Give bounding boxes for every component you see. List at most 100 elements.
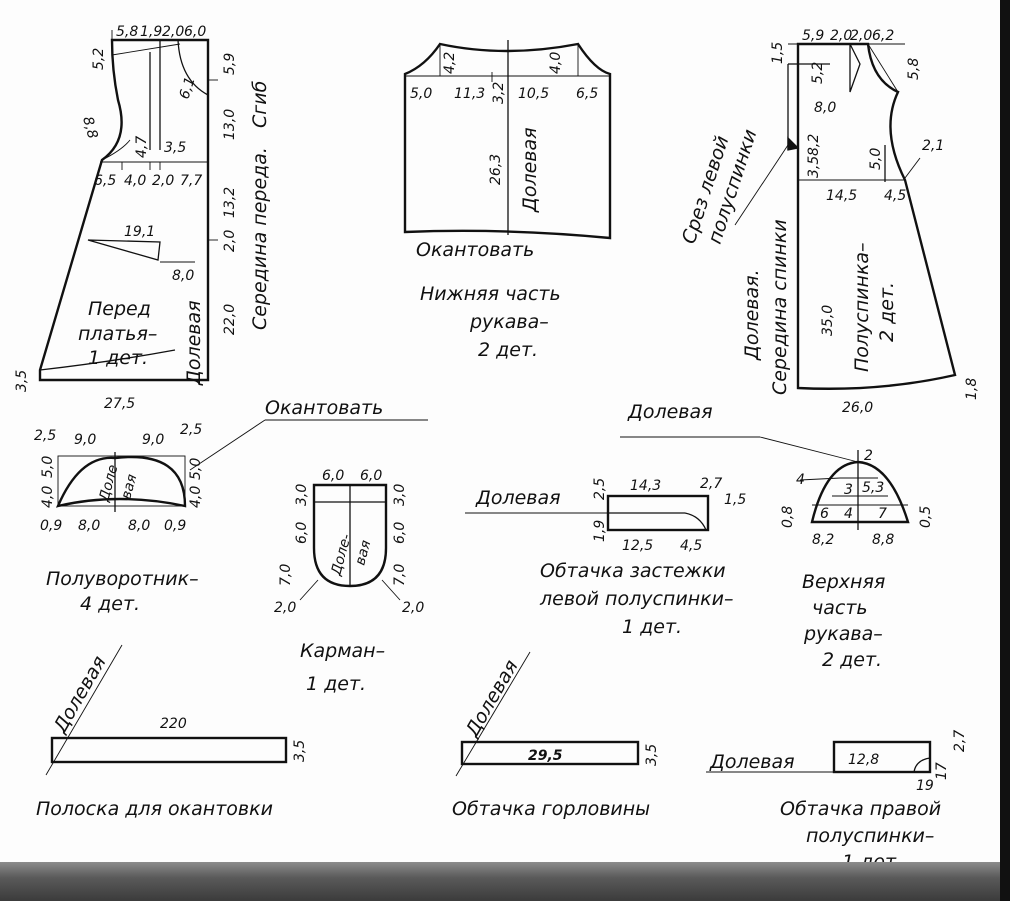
front-dim-4-7: 4,7 [134, 136, 150, 158]
front-waist-dim-1: 6,5 [94, 173, 116, 189]
front-dim-5-2: 5,2 [91, 48, 107, 70]
collar-grain-2: вая [118, 472, 140, 501]
back-top-dim-1: 5,9 [802, 28, 824, 44]
pocket-side-dim-1: 3,0 [294, 484, 310, 506]
collar-name-1: Полуворотник– [46, 568, 199, 590]
upper-sleeve-name-4: 2 дет. [822, 649, 882, 671]
front-bodice-piece [38, 30, 218, 382]
upper-sleeve-dim-7: 7 [878, 506, 887, 522]
front-waist-dim-2: 4,0 [124, 173, 146, 189]
front-name-line-3: 1 дет. [88, 347, 148, 369]
upper-sleeve-name-1: Верхняя [802, 571, 885, 593]
left-facing-dim-7: 4,5 [680, 538, 702, 554]
front-dart-length: 19,1 [124, 224, 155, 240]
back-name-1: Полуспинка– [851, 242, 873, 372]
collar-bottom-dim-3: 8,0 [128, 518, 150, 534]
upper-sleeve-dim-8-8: 8,8 [872, 532, 894, 548]
right-edge [1000, 0, 1010, 901]
right-facing-name-1: Обтачка правой [780, 798, 941, 820]
upper-sleeve-dim-0-5: 0,5 [918, 506, 934, 528]
front-waist-dim-4: 7,7 [180, 173, 202, 189]
left-facing-name-2: левой полуспинки– [539, 588, 733, 610]
sleeve-lower-height: 26,3 [488, 154, 504, 185]
upper-sleeve-dim-0-8: 0,8 [780, 506, 796, 528]
left-facing-dim-1: 2,5 [592, 478, 608, 500]
pocket-grain-1: Доле- [328, 532, 355, 578]
collar-top-dim-3: 9,0 [142, 432, 164, 448]
right-facing-piece [706, 740, 932, 774]
sleeve-lower-name-2: рукава– [469, 311, 549, 333]
strip-grain: Долевая [49, 652, 111, 737]
pocket-side-dim-6: 7,0 [392, 564, 408, 586]
sleeve-lower-width-3: 3,2 [491, 82, 507, 104]
upper-sleeve-dim-8-2: 8,2 [812, 532, 834, 548]
pocket-name-1: Карман– [300, 640, 385, 662]
front-dim-2-0: 2,0 [222, 230, 238, 252]
back-dim-5-2: 5,2 [810, 62, 826, 84]
upper-sleeve-dim-4: 4 [796, 472, 805, 488]
upper-sleeve-name-2: часть [812, 597, 868, 619]
pocket-corner-dim-2: 2,0 [402, 600, 424, 616]
front-dim-6-1: 6,1 [177, 75, 199, 101]
strip-name: Полоска для окантовки [36, 798, 273, 820]
back-dim-5-0: 5,0 [868, 148, 884, 170]
pocket-side-dim-3: 7,0 [278, 564, 294, 586]
bind-label: Окантовать [265, 397, 383, 419]
front-dim-5-9: 5,9 [222, 53, 238, 75]
mid-grain-label: Долевая [627, 401, 713, 423]
front-waist-dim-3: 2,0 [152, 173, 174, 189]
back-height: 35,0 [820, 305, 836, 336]
front-fold-label: Сгиб [249, 80, 271, 128]
left-facing-dim-3: 2,7 [700, 476, 722, 492]
upper-sleeve-dim-5-3: 5,3 [862, 480, 884, 496]
sleeve-lower-dim-4-2: 4,2 [442, 52, 458, 74]
collar-bottom-dim-2: 8,0 [78, 518, 100, 534]
collar-side-dim-1: 5,0 [40, 456, 56, 478]
pocket-side-dim-2: 6,0 [294, 522, 310, 544]
right-facing-dim-2-7: 2,7 [952, 730, 968, 752]
back-hem-side: 1,8 [964, 378, 980, 400]
right-facing-dim-19: 19 [916, 778, 934, 794]
collar-top-dim-1: 2,5 [34, 428, 56, 444]
back-waist-dim-1: 14,5 [826, 188, 857, 204]
back-top-dim-4: 6,2 [872, 28, 894, 44]
pocket-top-dim-1: 6,0 [322, 468, 344, 484]
front-hem-side: 3,5 [14, 370, 30, 392]
sleeve-lower-grain: Долевая [519, 127, 541, 213]
pocket-piece [299, 483, 401, 601]
left-facing-dim-5: 1,9 [592, 520, 608, 542]
sleeve-lower-width-5: 6,5 [576, 86, 598, 102]
right-facing-name-2: полуспинки– [806, 825, 934, 847]
pocket-side-dim-4: 3,0 [392, 484, 408, 506]
pocket-top-dim-2: 6,0 [360, 468, 382, 484]
back-dim-3-5: 3,5 [806, 156, 822, 178]
pocket-side-dim-5: 6,0 [392, 522, 408, 544]
neck-facing-grain: Долевая [461, 656, 523, 741]
left-facing-name-3: 1 дет. [622, 616, 682, 638]
back-bodice-piece [734, 42, 957, 390]
back-top-dim-3: 2,0 [850, 28, 872, 44]
front-name-line-1: Перед [88, 298, 151, 320]
upper-sleeve-name-3: рукава– [803, 623, 883, 645]
bottom-bar [0, 862, 1010, 901]
binding-strip-piece [45, 644, 288, 776]
left-facing-dim-2: 14,3 [630, 478, 661, 494]
neck-facing-piece [455, 651, 640, 777]
pocket-name-2: 1 дет. [306, 673, 366, 695]
left-facing-dim-4: 1,5 [724, 492, 746, 508]
front-dim-13-2: 13,2 [222, 187, 238, 218]
right-facing-name-3: 1 дет. [842, 851, 902, 862]
sleeve-lower-name-1: Нижняя часть [420, 283, 561, 305]
right-facing-dim-17: 17 [934, 762, 950, 780]
back-dim-5-8: 5,8 [906, 58, 922, 80]
front-dim-13-0: 13,0 [222, 109, 238, 140]
strip-length: 220 [160, 716, 187, 732]
back-waist-dim-2: 4,5 [884, 188, 906, 204]
upper-sleeve-dim-3: 3 [844, 482, 853, 498]
collar-side-dim-4: 4,0 [188, 486, 204, 508]
front-top-dim-3: 2,0 [162, 24, 184, 40]
neck-facing-length: 29,5 [528, 748, 563, 764]
collar-name-2: 4 дет. [80, 593, 140, 615]
half-collar-piece [55, 452, 187, 512]
collar-top-dim-4: 2,5 [180, 422, 202, 438]
